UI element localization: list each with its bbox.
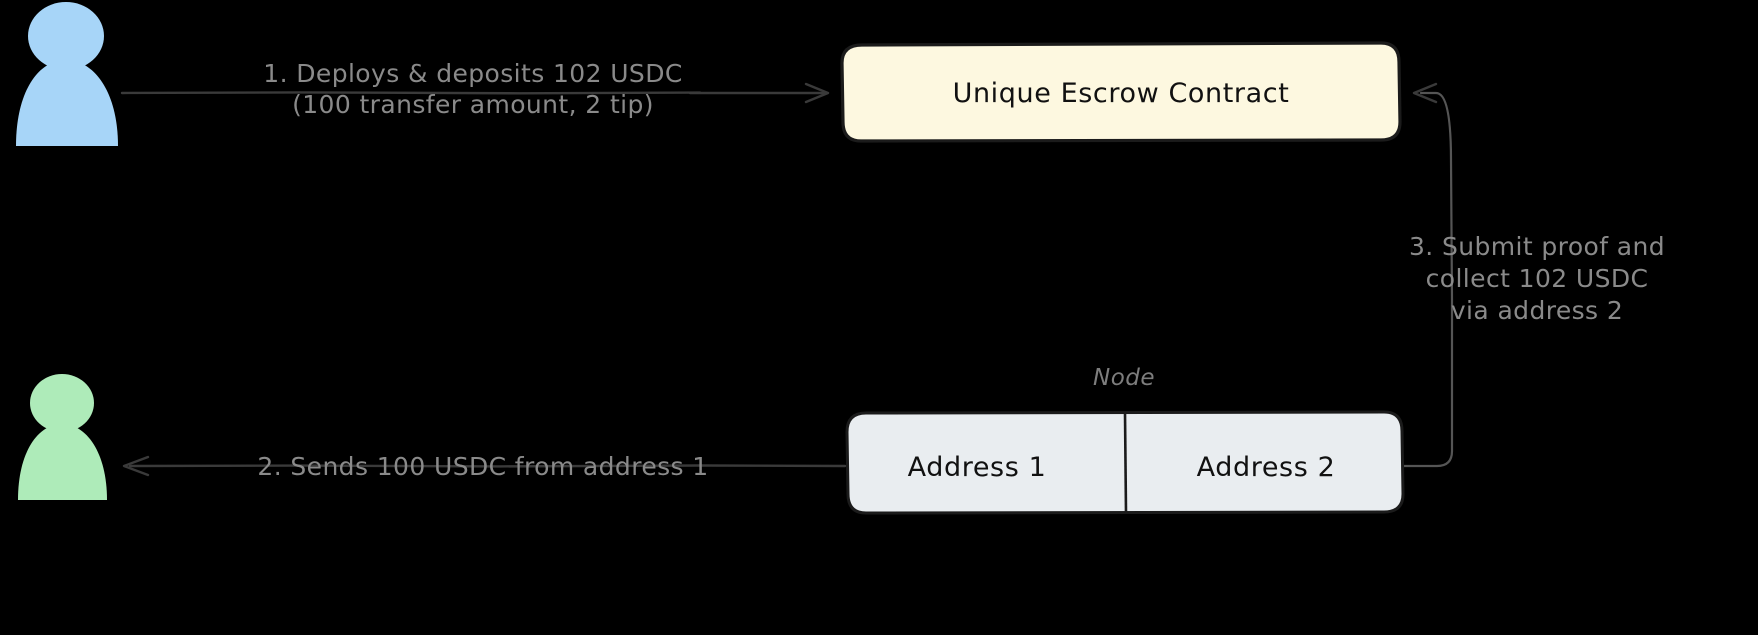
edge-step3-label-line1: 3. Submit proof and [1409, 232, 1665, 261]
edge-step3-label-line2: collect 102 USDC [1426, 264, 1649, 293]
edge-step2-line [128, 464, 847, 468]
edge-step2-arrowhead-icon [122, 455, 150, 477]
escrow-contract-box[interactable]: Unique Escrow Contract [840, 41, 1402, 143]
node-box-divider [1123, 412, 1128, 514]
receiver-body-icon [18, 424, 107, 500]
edge-step2-label-line1: 2. Sends 100 USDC from address 1 [257, 452, 708, 481]
edge-step1-arrowhead-icon [804, 82, 830, 104]
sender-head-icon [28, 2, 104, 70]
edge-step1 [120, 82, 830, 104]
edge-step1-label-line1: 1. Deploys & deposits 102 USDC [263, 59, 682, 88]
escrow-contract-box-shape [840, 41, 1402, 143]
edge-step3-label-line3: via address 2 [1451, 296, 1623, 325]
escrow-contract-label: Unique Escrow Contract [953, 78, 1290, 109]
edge-step3-arrowhead-icon [1412, 82, 1438, 104]
node-box[interactable]: Address 1 Address 2 [845, 410, 1405, 515]
sender-body-icon [16, 60, 118, 146]
edge-step1-label-line2: (100 transfer amount, 2 tip) [292, 90, 654, 119]
receiver-person-icon [18, 374, 107, 500]
edge-step2 [122, 455, 847, 477]
node-title-label: Node [1093, 365, 1155, 391]
node-cell-address-1-label: Address 1 [908, 452, 1047, 483]
edge-step3-line [1402, 91, 1454, 468]
edge-step3 [1402, 82, 1454, 468]
edge-step1-line [120, 91, 702, 95]
receiver-head-icon [30, 374, 94, 432]
node-cell-address-2-label: Address 2 [1197, 452, 1336, 483]
sender-person-icon [16, 2, 118, 146]
